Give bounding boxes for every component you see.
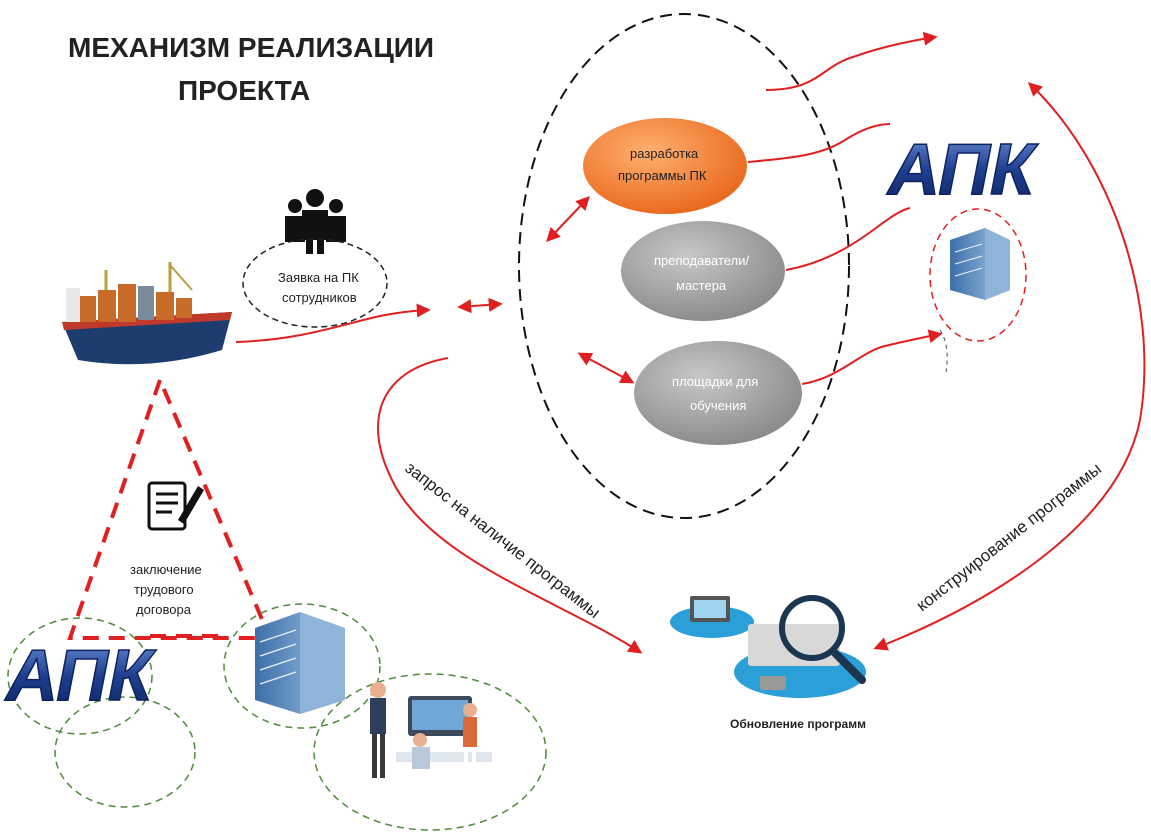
request-ellipse xyxy=(242,238,388,328)
request-label-line1: Заявка на ПК xyxy=(278,270,359,285)
logo-apk-left: АПК xyxy=(4,636,157,716)
construct-to-update-arrow xyxy=(873,419,1141,651)
request-center-double-arrow xyxy=(457,297,503,314)
people-icon xyxy=(285,189,346,254)
computer-search-icon xyxy=(670,595,866,698)
page-title-line2: ПРОЕКТА xyxy=(178,75,310,106)
top-wavy-arrow xyxy=(765,31,938,91)
center-node-teachers: преподаватели/ мастера xyxy=(621,221,785,321)
update-programs-label: Обновление программ xyxy=(730,717,866,731)
dev-node-double-arrow xyxy=(546,195,590,243)
sites-node-double-arrow xyxy=(577,352,635,384)
contract-label-line1: заключение xyxy=(130,562,202,577)
request-label-line2: сотрудников xyxy=(282,290,357,305)
construct-curve-arrow xyxy=(1027,82,1146,421)
center-node-training-sites-line2: обучения xyxy=(690,398,746,413)
ship-to-request-arrow xyxy=(235,303,431,343)
right-building-ellipse xyxy=(929,208,1027,342)
contract-label-line3: договора xyxy=(136,602,192,617)
center-node-development-line2: программы ПК xyxy=(618,168,707,183)
sites-to-building-arrow xyxy=(801,329,943,385)
center-node-development: разработка программы ПК xyxy=(583,118,747,214)
center-node-training-sites: площадки для обучения xyxy=(634,341,802,445)
teachers-to-building-line xyxy=(785,207,911,271)
logo-apk-icon: АПК xyxy=(885,129,1039,211)
query-curve-label: запрос на наличие программы xyxy=(402,458,604,622)
center-node-teachers-line2: мастера xyxy=(676,278,727,293)
ship-icon xyxy=(62,262,232,365)
construct-curve-label: конструирование программы xyxy=(913,459,1105,615)
left-lower-ellipse xyxy=(54,696,196,808)
logo-apk-right: АПК xyxy=(886,130,1039,210)
query-curve-arrow xyxy=(377,357,643,654)
center-node-teachers-line1: преподаватели/ xyxy=(654,253,749,268)
contract-triangle xyxy=(67,374,274,640)
center-node-training-sites-line1: площадки для xyxy=(672,374,758,389)
center-group-ellipse xyxy=(518,13,850,519)
document-pen-icon xyxy=(147,481,204,531)
dev-to-apk-line xyxy=(747,123,891,163)
office-building-icon xyxy=(255,612,345,714)
page-title-line1: МЕХАНИЗМ РЕАЛИЗАЦИИ xyxy=(68,32,434,63)
teamwork-ellipse xyxy=(313,673,547,831)
bottom-building-ellipse xyxy=(223,603,381,729)
contract-label-line2: трудового xyxy=(134,582,194,597)
teamwork-illustration-icon xyxy=(370,682,492,779)
office-building-icon xyxy=(950,228,1010,300)
left-logo-ellipse xyxy=(7,617,153,735)
center-node-development-line1: разработка xyxy=(630,146,699,161)
